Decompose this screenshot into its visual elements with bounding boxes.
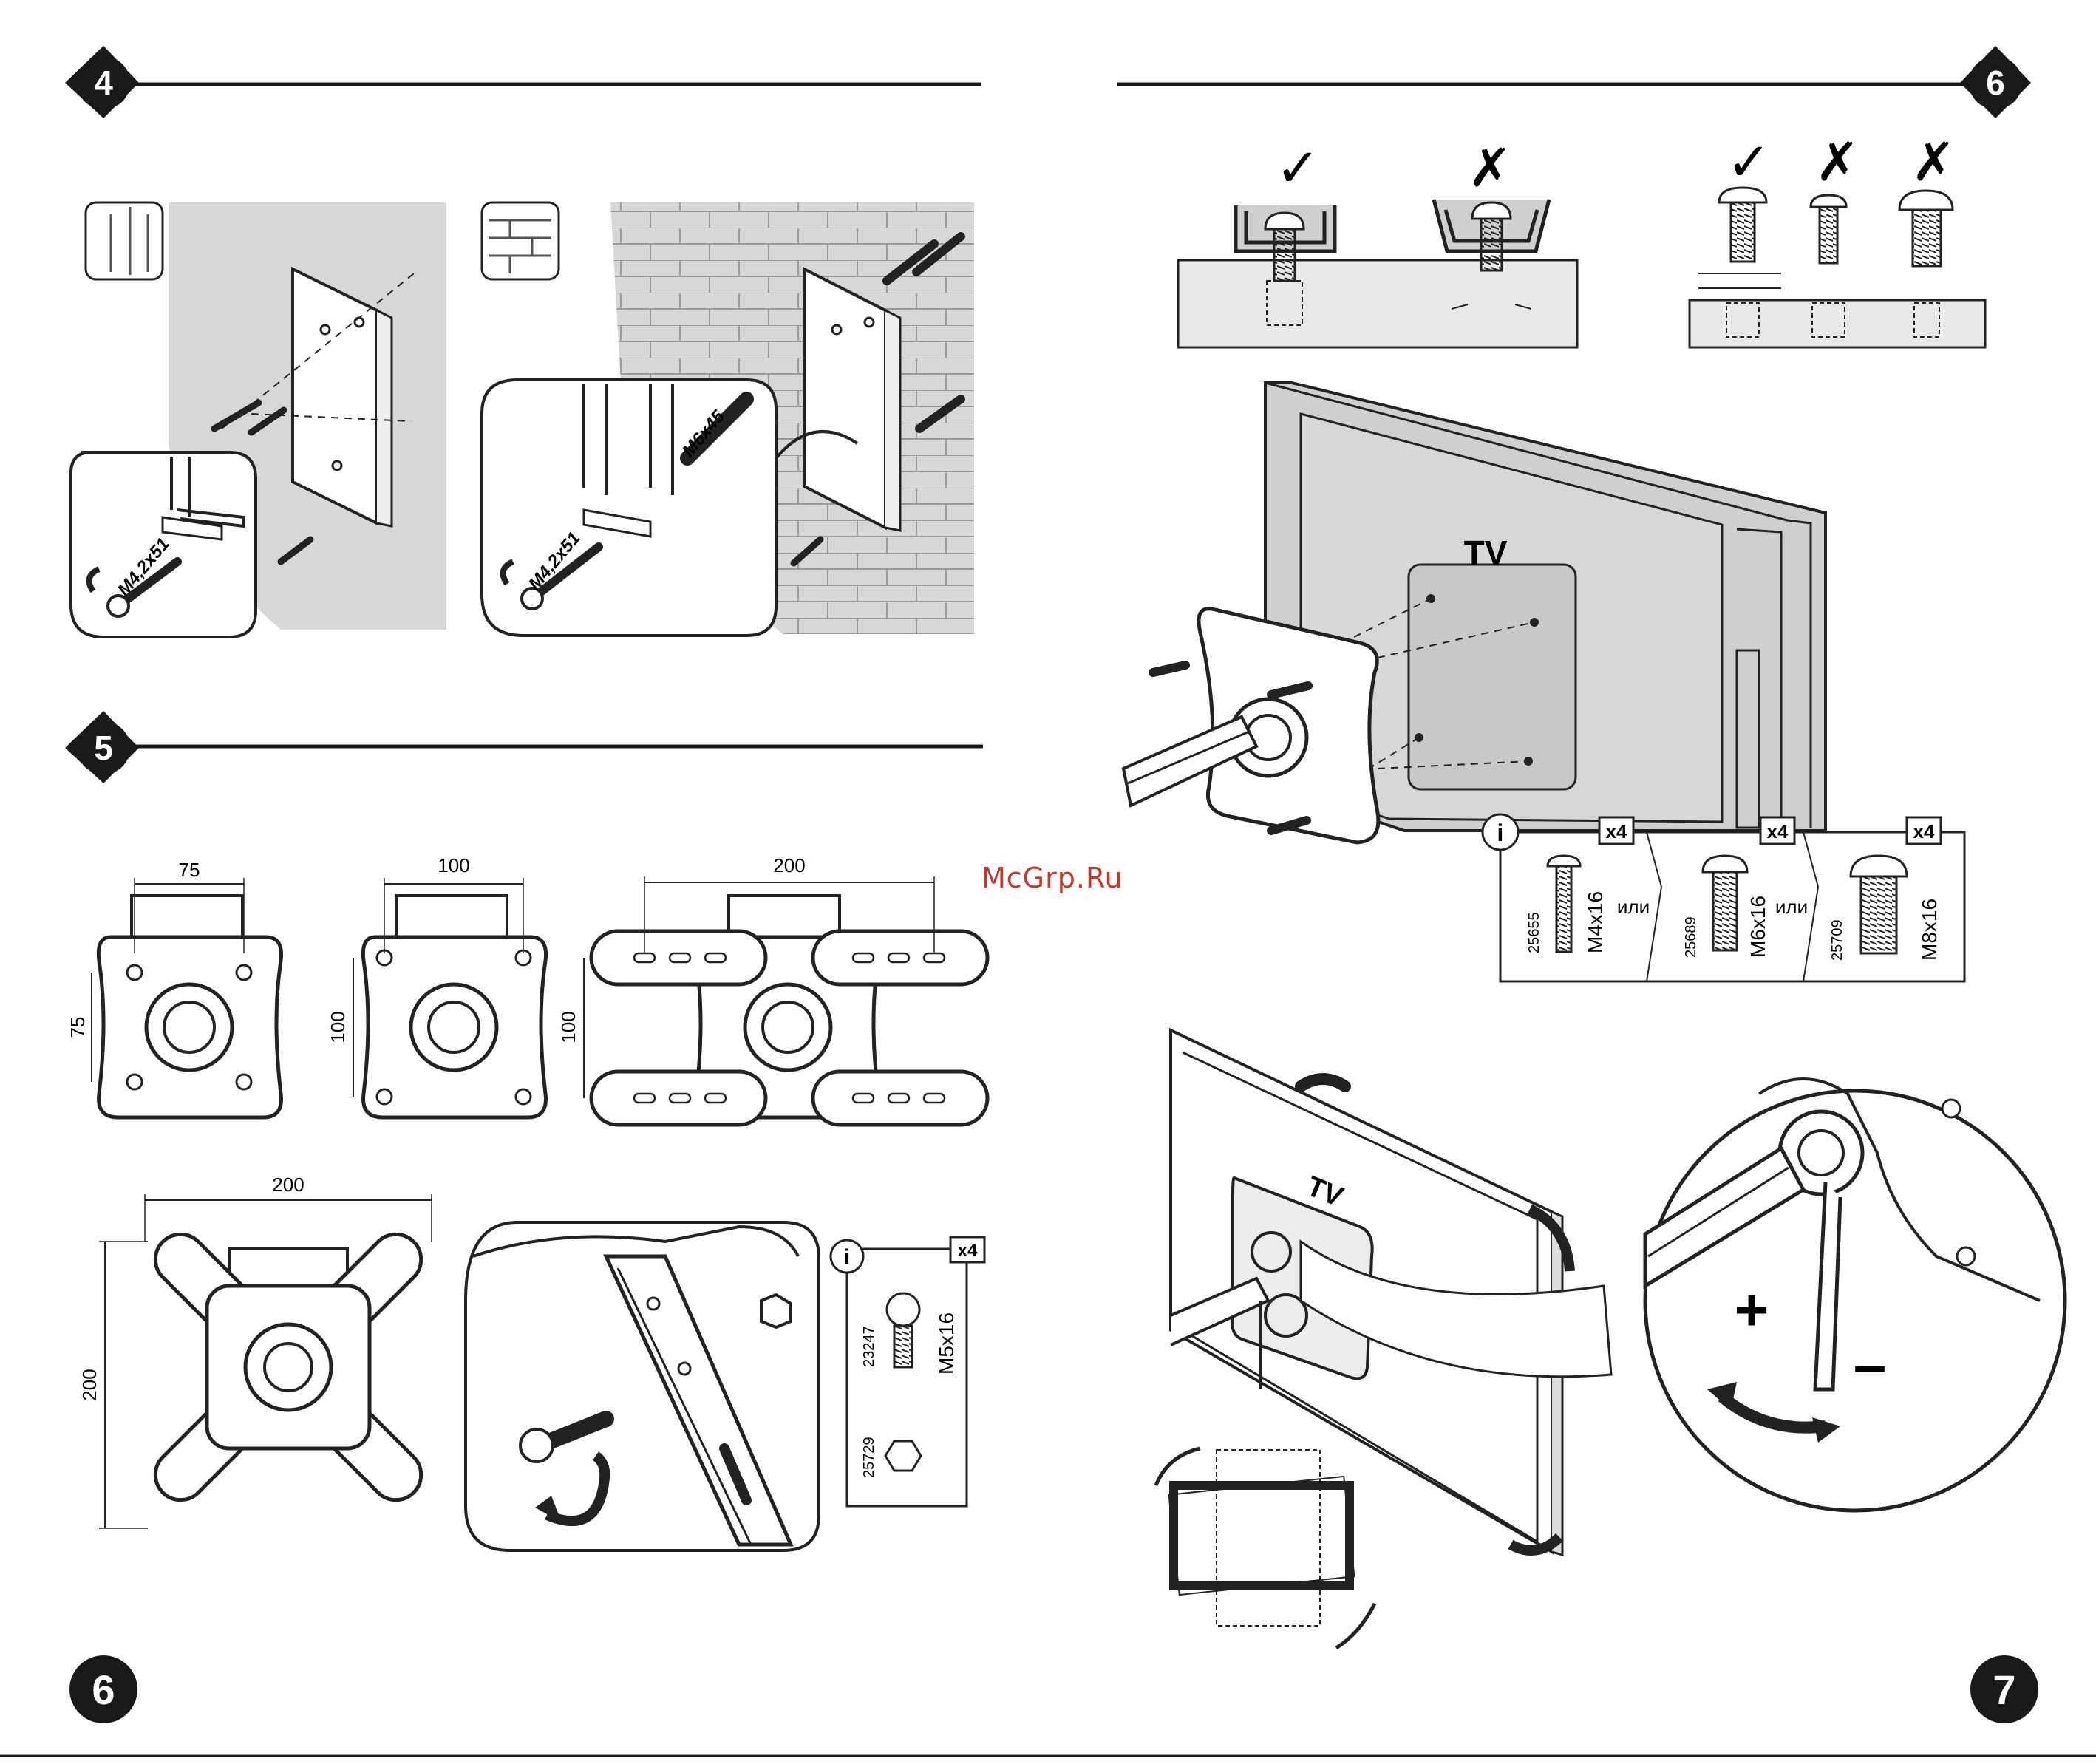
mark-bad-1: ✗	[1468, 139, 1512, 198]
screw-code-3: 25709	[1829, 919, 1845, 961]
vesa-plate-100	[353, 878, 546, 1117]
step5-info-qty: x4	[958, 1241, 978, 1261]
step6-info-qty-1: x4	[1606, 820, 1627, 842]
or-label-2: или	[1775, 896, 1808, 918]
bolt-size: M5x16	[935, 1312, 958, 1375]
screw-length-examples	[1690, 188, 1985, 347]
brick-wall-icon	[482, 202, 559, 279]
dim-100-height: 100	[327, 1011, 349, 1043]
mark-bad-3: ✗	[1911, 133, 1956, 192]
bolt-zoom-detail	[466, 1222, 819, 1550]
mark-bad-2: ✗	[1815, 133, 1859, 192]
tv-back-mount	[1123, 383, 1826, 842]
dim-200x200-height: 200	[78, 1369, 101, 1400]
step6-info-badge: i	[1497, 820, 1504, 846]
step4-marker	[65, 46, 981, 118]
page-number-right: 7	[1993, 1666, 2015, 1713]
step5-info-box	[831, 1237, 984, 1506]
step5-info-badge: i	[844, 1245, 850, 1270]
dim-200-height: 100	[557, 1011, 579, 1043]
step6-info-box	[1483, 814, 1964, 981]
tv-label-top: TV	[1464, 534, 1508, 572]
step6-number: 6	[1986, 64, 2005, 102]
nut-code: 25729	[861, 1437, 877, 1478]
step4-number: 4	[94, 64, 113, 102]
step6-marker	[1117, 46, 2031, 118]
step6-info-qty-2: x4	[1767, 820, 1789, 842]
step4-section: 4 M4,2x51	[65, 46, 981, 637]
wood-wall-icon	[86, 202, 163, 279]
dim-75-width: 75	[179, 859, 200, 881]
screw-size-1: M4x16	[1584, 891, 1607, 953]
dim-200x200-width: 200	[272, 1174, 304, 1196]
vesa-plate-75	[92, 878, 282, 1117]
step5-section: 5 75 75	[65, 711, 987, 1550]
step6-info-qty-3: x4	[1913, 820, 1935, 842]
page-number-left: 6	[92, 1666, 115, 1713]
step5-marker	[65, 711, 983, 783]
dim-75-height: 75	[67, 1017, 89, 1038]
dim-200-width: 200	[773, 854, 805, 876]
tilt-minus-sign: –	[1854, 1332, 1887, 1397]
mark-ok-2: ✓	[1726, 133, 1771, 192]
dim-100-width: 100	[438, 854, 469, 876]
mark-ok-1: ✓	[1276, 139, 1320, 198]
bolt-code: 23247	[861, 1326, 877, 1367]
or-label-1: или	[1617, 896, 1650, 918]
vesa-plate-200x200	[99, 1194, 432, 1528]
screw-size-2: M6x16	[1746, 896, 1769, 958]
screw-code-1: 25655	[1526, 912, 1542, 953]
screw-code-2: 25689	[1683, 916, 1699, 958]
screw-size-3: M8x16	[1918, 899, 1941, 961]
tilt-plus-sign: +	[1735, 1277, 1769, 1343]
step5-number: 5	[94, 729, 113, 767]
washer-examples	[1178, 200, 1577, 347]
watermark-text: McGrp.Ru	[981, 862, 1123, 894]
tv-tilt-adjustment	[1156, 1030, 2065, 1648]
vesa-plate-200x100	[584, 876, 987, 1125]
step6-section: 6 ✓ ✗ ✓ ✗ ✗	[1117, 46, 2065, 1648]
